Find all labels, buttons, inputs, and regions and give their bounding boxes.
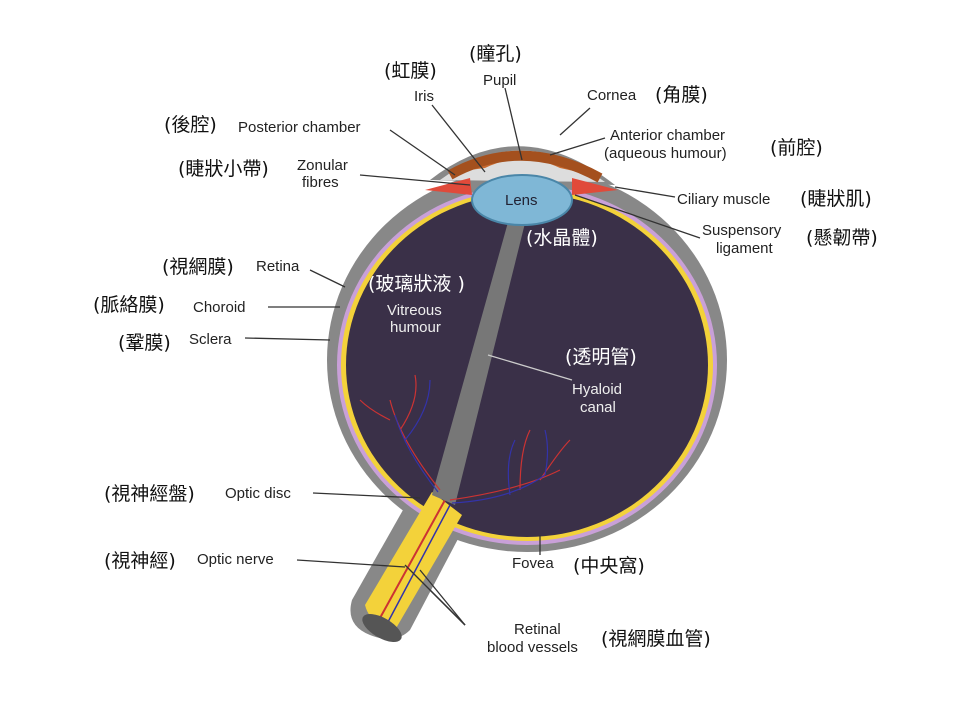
anterior-chamber-label-1: Anterior chamber [610, 127, 725, 144]
optic-nerve [365, 492, 462, 630]
anterior-chamber-zh: (前腔) [770, 137, 823, 159]
fovea-label: Fovea [512, 555, 554, 572]
retina-label: Retina [256, 258, 300, 275]
retinal-blood-vessels [359, 374, 571, 501]
suspensory-ligament-label-1: Suspensory [702, 222, 782, 239]
ciliary-body-left [425, 178, 472, 195]
retina-zh: (視網膜) [162, 256, 234, 278]
vitreous-zh: (玻璃狀液 ) [368, 273, 465, 295]
ciliary-muscle-zh: (睫狀肌) [800, 188, 872, 210]
anterior-chamber-label-2: (aqueous humour) [604, 145, 727, 162]
suspensory-ligament-label-2: ligament [716, 240, 774, 257]
fovea-zh: (中央窩) [573, 555, 645, 577]
optic-disc-label: Optic disc [225, 485, 291, 502]
choroid-label: Choroid [193, 299, 246, 316]
zonular-fibres-zh: (睫狀小帶) [178, 158, 269, 180]
hyaloid-label-1: Hyaloid [572, 381, 622, 398]
vitreous-label-1: Vitreous [387, 302, 442, 319]
hyaloid-zh: (透明管) [565, 346, 637, 368]
iris-zh: (虹膜) [384, 60, 437, 82]
posterior-chamber-label: Posterior chamber [238, 119, 361, 136]
cornea-label: Cornea [587, 87, 637, 104]
vitreous-body [346, 193, 708, 537]
retinal-vessels-zh: (視網膜血管) [601, 628, 711, 650]
lens-zh: (水晶體) [526, 227, 598, 249]
sclera-zh: (鞏膜) [118, 332, 171, 354]
vitreous-label-2: humour [390, 319, 441, 336]
ciliary-muscle-label: Ciliary muscle [677, 191, 770, 208]
zonular-fibres-label-2: fibres [302, 174, 339, 191]
optic-nerve-label: Optic nerve [197, 551, 274, 568]
optic-nerve-zh: (視神經) [104, 550, 176, 572]
ciliary-body-right [572, 178, 618, 195]
pupil-label: Pupil [483, 72, 516, 89]
retinal-vessels-label-1: Retinal [514, 621, 561, 638]
sclera-label: Sclera [189, 331, 232, 348]
lens-label: Lens [505, 192, 538, 209]
hyaloid-label-2: canal [580, 399, 616, 416]
suspensory-ligament-zh: (懸韌帶) [806, 227, 878, 249]
posterior-chamber-zh: (後腔) [164, 114, 217, 136]
cornea-zh: (角膜) [655, 84, 708, 106]
iris-label: Iris [414, 88, 434, 105]
pupil-zh: (瞳孔) [469, 43, 522, 65]
choroid-zh: (脈絡膜) [93, 294, 165, 316]
retinal-vessels-label-2: blood vessels [487, 639, 578, 656]
lens [471, 174, 573, 226]
hyaloid-canal [432, 215, 527, 505]
optic-disc-zh: (視神經盤) [104, 483, 195, 505]
zonular-fibres-label-1: Zonular [297, 157, 348, 174]
